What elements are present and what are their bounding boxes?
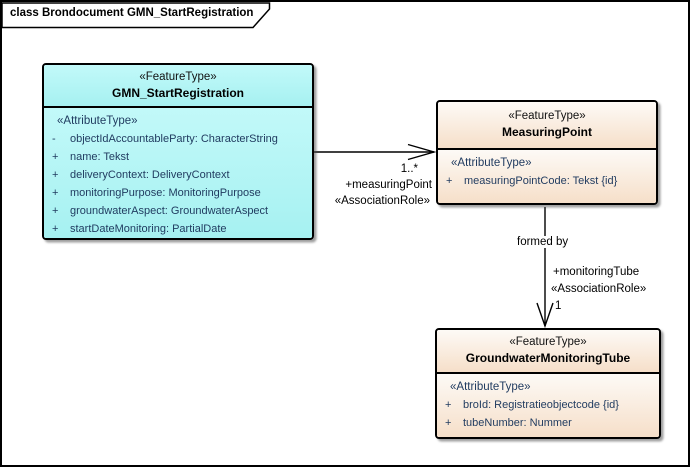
- attribute-row: - objectIdAccountableParty: CharacterStr…: [44, 130, 312, 148]
- visibility-symbol: +: [52, 223, 59, 235]
- visibility-symbol: +: [446, 175, 453, 187]
- association-role: +measuringPoint: [345, 179, 432, 191]
- attribute-row: + monitoringPurpose: MonitoringPurpose: [44, 184, 312, 202]
- attribute-row: + measuringPointCode: Tekst {id}: [438, 172, 656, 190]
- association-measuring-point: [312, 143, 437, 161]
- class-attributes: «AttributeType» + measuringPointCode: Te…: [438, 150, 656, 203]
- attribute-text: tubeNumber: Nummer: [463, 417, 572, 429]
- attribute-text: broId: Registratieobjectcode {id}: [463, 399, 619, 411]
- association-role: +monitoringTube: [553, 266, 640, 278]
- class-attributes: «AttributeType» + broId: Registratieobje…: [437, 374, 659, 437]
- class-header: «FeatureType» GroundwaterMonitoringTube: [437, 330, 659, 374]
- class-stereotype: «FeatureType»: [509, 336, 587, 348]
- attribute-text: startDateMonitoring: PartialDate: [70, 223, 227, 235]
- attribute-row: + broId: Registratieobjectcode {id}: [437, 396, 659, 414]
- open-arrowhead: [536, 302, 554, 329]
- visibility-symbol: +: [52, 205, 59, 217]
- visibility-symbol: -: [52, 133, 56, 145]
- diagram-title: class Brondocument GMN_StartRegistration: [10, 7, 254, 19]
- attribute-row: + name: Tekst: [44, 148, 312, 166]
- class-stereotype: «FeatureType»: [139, 70, 217, 83]
- visibility-symbol: +: [52, 169, 59, 181]
- attribute-text: measuringPointCode: Tekst {id}: [464, 175, 618, 187]
- visibility-symbol: +: [445, 417, 452, 429]
- attribute-row: + deliveryContext: DeliveryContext: [44, 166, 312, 184]
- attribute-row: + startDateMonitoring: PartialDate: [44, 220, 312, 238]
- association-stereotype: «AssociationRole»: [334, 195, 430, 207]
- class-box-groundwatermonitoringtube[interactable]: «FeatureType» GroundwaterMonitoringTube …: [435, 328, 661, 439]
- frame-tab: [2, 2, 271, 29]
- visibility-symbol: +: [445, 399, 452, 411]
- class-header: «FeatureType» GMN_StartRegistration: [44, 65, 312, 108]
- class-box-measuringpoint[interactable]: «FeatureType» MeasuringPoint «AttributeT…: [436, 100, 658, 205]
- open-arrowhead: [407, 143, 437, 161]
- attribute-text: objectIdAccountableParty: CharacterStrin…: [70, 133, 278, 145]
- association-stereotype: «AssociationRole»: [551, 283, 647, 295]
- class-name: MeasuringPoint: [501, 125, 592, 139]
- attribute-text: deliveryContext: DeliveryContext: [70, 169, 230, 181]
- visibility-symbol: +: [52, 187, 59, 199]
- association-monitoring-tube: [536, 207, 554, 329]
- class-stereotype: «FeatureType»: [508, 110, 586, 122]
- attribute-text: name: Tekst: [70, 151, 130, 163]
- attribute-compartment-stereotype: «AttributeType»: [451, 157, 532, 169]
- association-multiplicity: 1..*: [400, 163, 418, 175]
- attribute-compartment-stereotype: «AttributeType»: [57, 115, 138, 127]
- class-attributes: «AttributeType» - objectIdAccountablePar…: [44, 108, 312, 238]
- class-box-gmn-startregistration[interactable]: «FeatureType» GMN_StartRegistration «Att…: [42, 63, 314, 240]
- attribute-row: + tubeNumber: Nummer: [437, 414, 659, 432]
- class-header: «FeatureType» MeasuringPoint: [438, 102, 656, 150]
- attribute-text: groundwaterAspect: GroundwaterAspect: [70, 205, 269, 217]
- attribute-text: monitoringPurpose: MonitoringPurpose: [70, 187, 261, 199]
- visibility-symbol: +: [52, 151, 59, 163]
- attribute-compartment-stereotype: «AttributeType»: [450, 381, 531, 393]
- attribute-row: + groundwaterAspect: GroundwaterAspect: [44, 202, 312, 220]
- class-name: GroundwaterMonitoringTube: [465, 351, 631, 365]
- class-name: GMN_StartRegistration: [111, 85, 245, 100]
- association-name: formed by: [514, 236, 572, 248]
- association-multiplicity: 1: [555, 300, 562, 312]
